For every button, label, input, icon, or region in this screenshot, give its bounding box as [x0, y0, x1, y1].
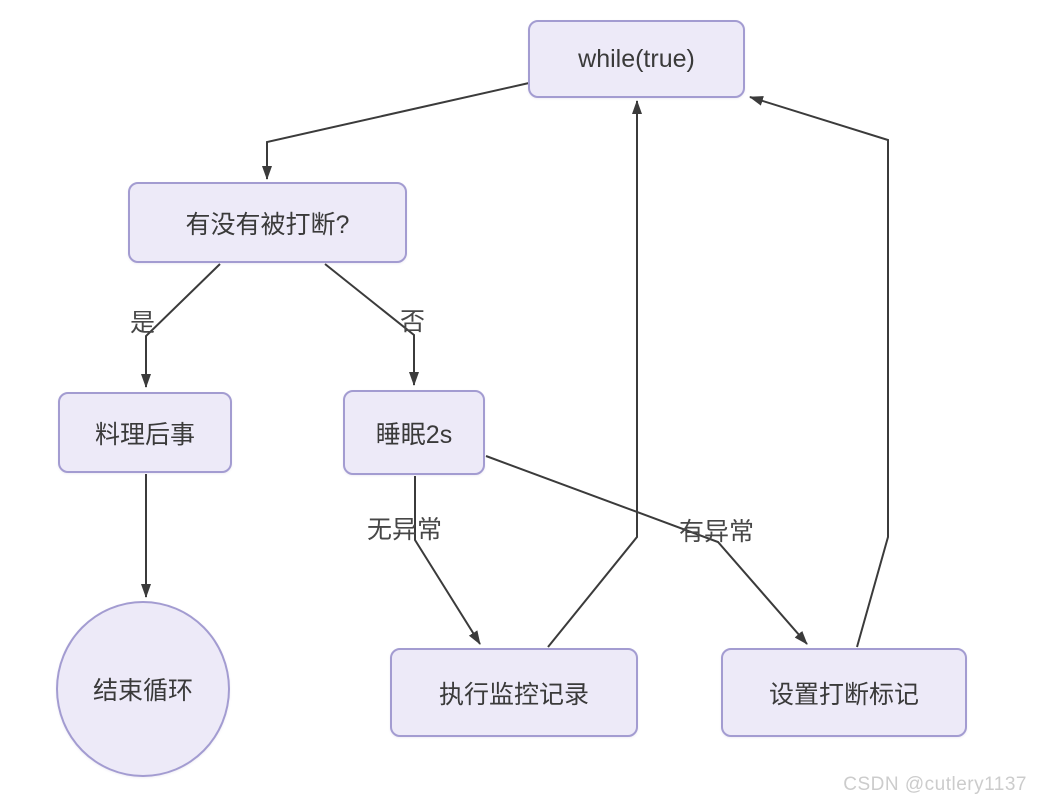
edge-interrupted-to-sleep — [324, 263, 419, 386]
edge-label-no-exception: 无异常 — [367, 516, 443, 544]
edge-monitor-to-while — [547, 100, 642, 648]
node-while-loop-label: while(true) — [578, 44, 695, 73]
csdn-watermark: CSDN @cutlery1137 — [843, 774, 1027, 795]
node-sleep-2s-label: 睡眠2s — [375, 420, 453, 449]
edge-setflag-to-while — [749, 96, 889, 648]
edge-interrupted-to-cleanup — [141, 263, 221, 388]
node-end-loop-label: 结束循环 — [92, 677, 193, 705]
node-cleanup-label: 料理后事 — [94, 420, 195, 449]
node-monitor-record: 执行监控记录 — [390, 648, 638, 737]
edge-label-yes: 是 — [130, 309, 156, 337]
node-end-loop: 结束循环 — [56, 601, 230, 777]
edge-sleep-to-setflag — [485, 455, 808, 645]
node-monitor-record-label: 执行监控记录 — [438, 680, 589, 709]
node-sleep-2s: 睡眠2s — [343, 390, 485, 475]
edge-label-no: 否 — [400, 308, 426, 336]
edge-label-has-exception: 有异常 — [679, 518, 755, 546]
node-set-interrupt-flag-label: 设置打断标记 — [768, 680, 919, 709]
node-cleanup: 料理后事 — [58, 392, 232, 473]
node-set-interrupt-flag: 设置打断标记 — [721, 648, 967, 737]
edge-while-to-interrupted — [262, 82, 530, 180]
node-while-loop: while(true) — [528, 20, 745, 98]
edge-sleep-to-monitor — [414, 476, 481, 645]
node-interrupted-check: 有没有被打断? — [128, 182, 407, 263]
node-interrupted-check-label: 有没有被打断? — [185, 210, 350, 239]
